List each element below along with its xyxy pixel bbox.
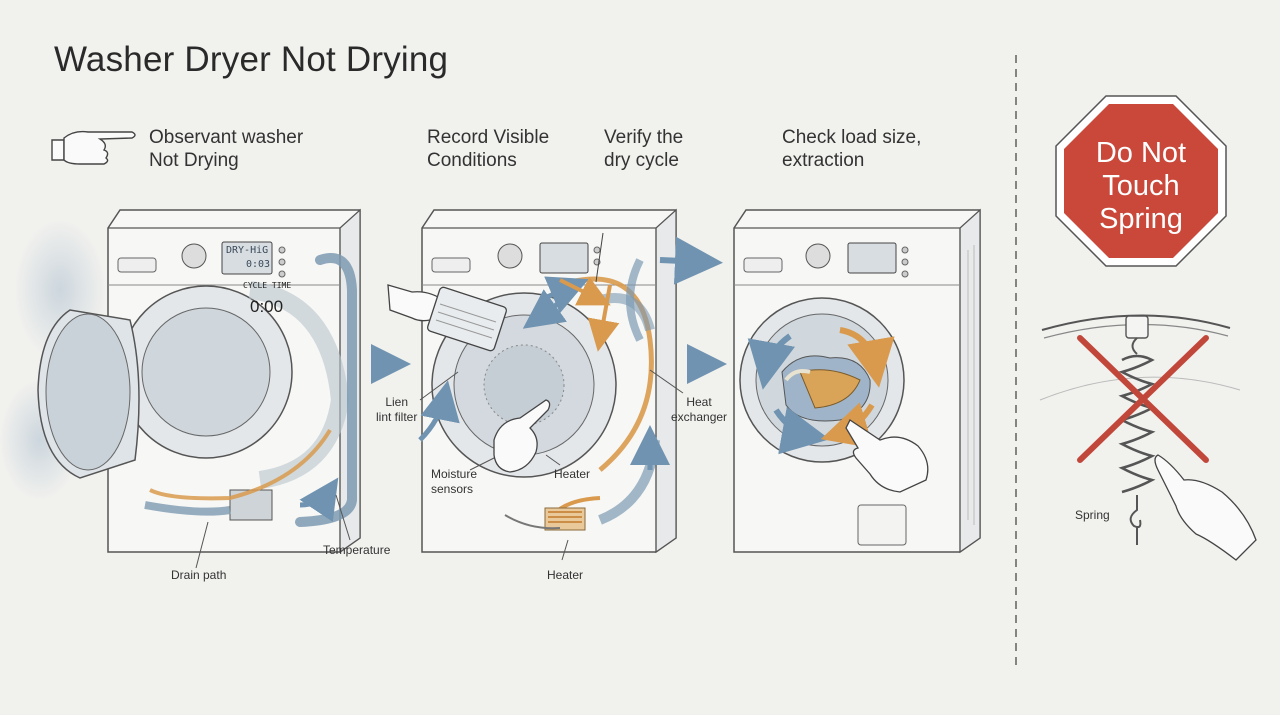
callout-lint-filter-line1: Lien bbox=[385, 395, 409, 409]
callout-drain-path: Drain path bbox=[171, 568, 227, 582]
step-3-label: Verify the dry cycle bbox=[604, 126, 683, 172]
step-4-line1: Check load size, bbox=[782, 127, 922, 148]
hand-with-filter-icon bbox=[387, 284, 508, 352]
stop-sign-icon bbox=[1055, 95, 1227, 267]
stop-sign-text: Do Not Touch Spring bbox=[1058, 137, 1224, 236]
cycle-time-value: 0:00 bbox=[250, 297, 284, 316]
stop-sign-line2: Touch bbox=[1102, 170, 1180, 202]
hand-reaching-icon bbox=[1154, 454, 1257, 561]
step-3-line2: dry cycle bbox=[604, 150, 679, 171]
step-2-label: Record Visible Conditions bbox=[427, 126, 549, 172]
hand-pointing-icon bbox=[493, 399, 551, 473]
callout-spring: Spring bbox=[1075, 508, 1110, 522]
callout-temperature: Temperature bbox=[323, 543, 391, 557]
cycle-time-label: CYCLE TIME bbox=[243, 281, 292, 290]
step-2-line1: Record Visible bbox=[427, 127, 550, 148]
callout-heater-bottom: Heater bbox=[547, 568, 584, 582]
step-1-line2: Not Drying bbox=[149, 150, 239, 171]
callout-lint-filter-line2: lint filter bbox=[376, 410, 418, 424]
page-title: Washer Dryer Not Drying bbox=[54, 40, 449, 79]
step-2-line2: Conditions bbox=[427, 150, 517, 171]
hand-touching-icon bbox=[845, 419, 929, 493]
callout-heater-top: Heater bbox=[554, 467, 591, 481]
step-4-line2: extraction bbox=[782, 150, 865, 171]
stop-sign-line1: Do Not bbox=[1095, 137, 1187, 169]
display-screen-top: DRY-HiG bbox=[226, 245, 269, 256]
display-screen-bottom: 0:03 bbox=[246, 259, 271, 270]
cross-icon bbox=[1077, 335, 1209, 463]
step-3-line1: Verify the bbox=[604, 127, 684, 148]
step-1-label: Observant washer Not Drying bbox=[149, 126, 303, 172]
callout-moisture-line2: sensors bbox=[431, 482, 474, 496]
washer-1 bbox=[0, 208, 361, 569]
washer-2 bbox=[418, 208, 723, 561]
callout-heat-exchanger: Heat exchanger bbox=[671, 395, 727, 425]
washer-3 bbox=[733, 208, 981, 554]
callout-heat-exchanger-line2: exchanger bbox=[671, 410, 728, 424]
step-1-line1: Observant washer bbox=[149, 127, 304, 148]
callout-moisture-sensors: Moisture sensors bbox=[431, 467, 477, 497]
pointing-hand-icon bbox=[51, 130, 136, 165]
callout-moisture-line1: Moisture bbox=[431, 467, 478, 481]
step-4-label: Check load size, extraction bbox=[782, 126, 921, 172]
spring-warning bbox=[1039, 314, 1257, 561]
callout-lint-filter: Lien lint filter bbox=[376, 395, 417, 425]
spring-icon bbox=[1118, 354, 1156, 494]
callout-heat-exchanger-line1: Heat bbox=[686, 395, 712, 409]
stop-sign-line3: Spring bbox=[1099, 203, 1183, 235]
